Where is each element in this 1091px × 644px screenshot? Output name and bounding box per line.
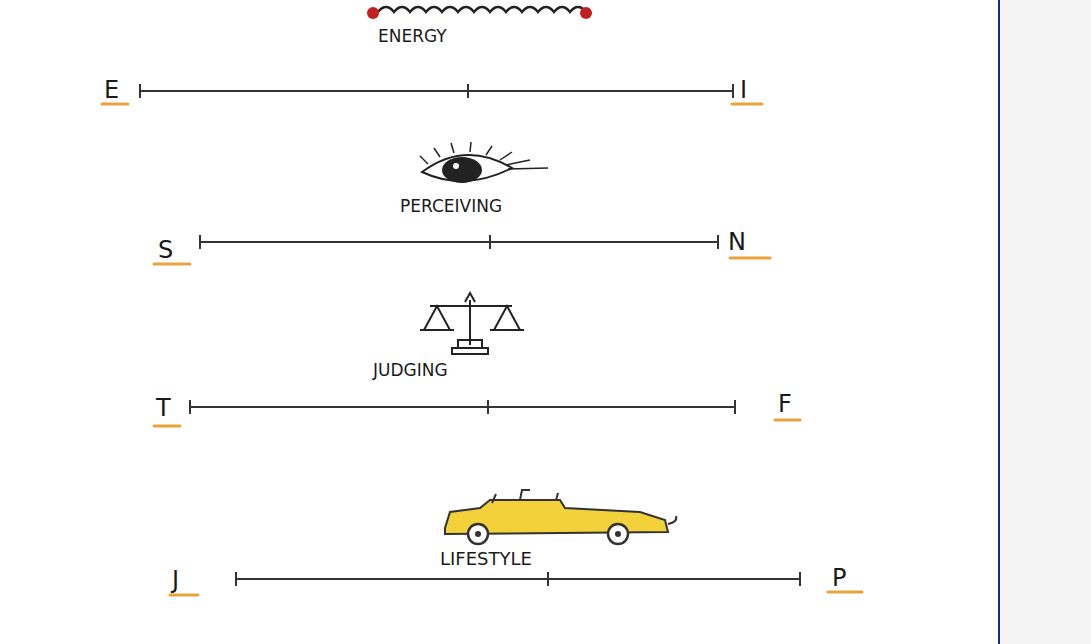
type-letter: S — [158, 238, 173, 262]
scale-title: PERCEIVING — [400, 198, 502, 215]
eye-icon — [420, 142, 548, 183]
side-panel — [1000, 0, 1091, 644]
car-icon — [445, 490, 676, 544]
balance-scale-icon — [420, 293, 524, 354]
scale-line — [236, 572, 800, 586]
type-letter: I — [740, 78, 747, 102]
scale-title: ENERGY — [378, 28, 447, 45]
scale-line — [200, 235, 718, 249]
wavy-energy-symbol — [378, 7, 586, 12]
scale-line — [140, 84, 733, 98]
red-dot — [580, 7, 592, 19]
type-letter: E — [104, 78, 119, 102]
divider-line — [998, 0, 1000, 644]
type-letter: F — [778, 392, 792, 416]
scale-title: LIFESTYLE — [440, 550, 532, 568]
type-letter: N — [728, 230, 746, 254]
scale-title: JUDGING — [373, 362, 448, 379]
letter-underline — [102, 104, 862, 595]
type-letter: T — [156, 396, 171, 420]
scale-line — [190, 400, 735, 414]
type-letter: P — [832, 566, 846, 590]
red-dot — [367, 7, 379, 19]
type-letter: J — [172, 568, 179, 592]
